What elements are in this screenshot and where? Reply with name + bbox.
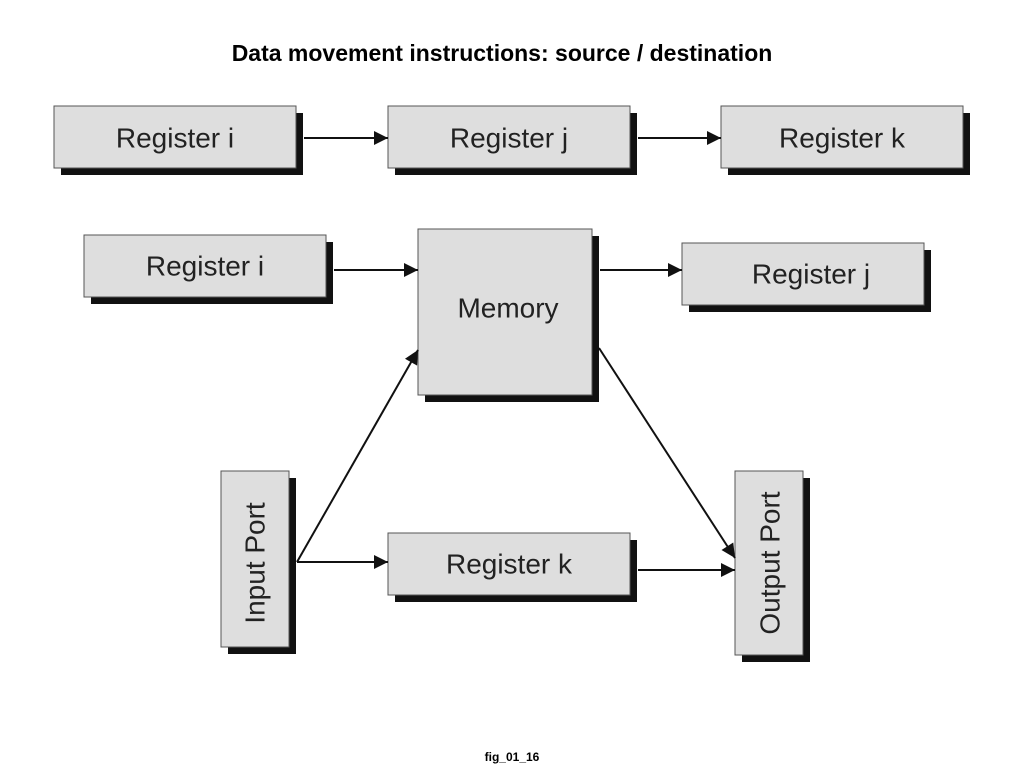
- node-memory: Memory: [417, 228, 599, 402]
- node-label: Register k: [446, 548, 573, 579]
- node-input-port: Input Port: [220, 470, 296, 654]
- node-label: Register j: [752, 258, 870, 289]
- node-label: Register i: [146, 250, 264, 281]
- figure-caption: fig_01_16: [484, 750, 540, 764]
- node-mid-register-j: Register j: [681, 242, 931, 312]
- node-output-port: Output Port: [734, 470, 810, 662]
- node-label: Register j: [450, 122, 568, 153]
- node-label: Input Port: [239, 502, 270, 624]
- node-top-register-k: Register k: [720, 105, 970, 175]
- edge-memory-to-output-port: [598, 347, 736, 559]
- node-mid-register-i: Register i: [83, 234, 333, 304]
- node-label: Output Port: [754, 491, 785, 634]
- node-top-register-i: Register i: [53, 105, 303, 175]
- node-top-register-j: Register j: [387, 105, 637, 175]
- edge-input-port-to-memory: [296, 349, 419, 563]
- diagram-title: Data movement instructions: source / des…: [231, 40, 773, 66]
- node-label: Register k: [779, 122, 906, 153]
- node-label: Register i: [116, 122, 234, 153]
- node-label: Memory: [457, 292, 558, 323]
- node-low-register-k: Register k: [387, 532, 637, 602]
